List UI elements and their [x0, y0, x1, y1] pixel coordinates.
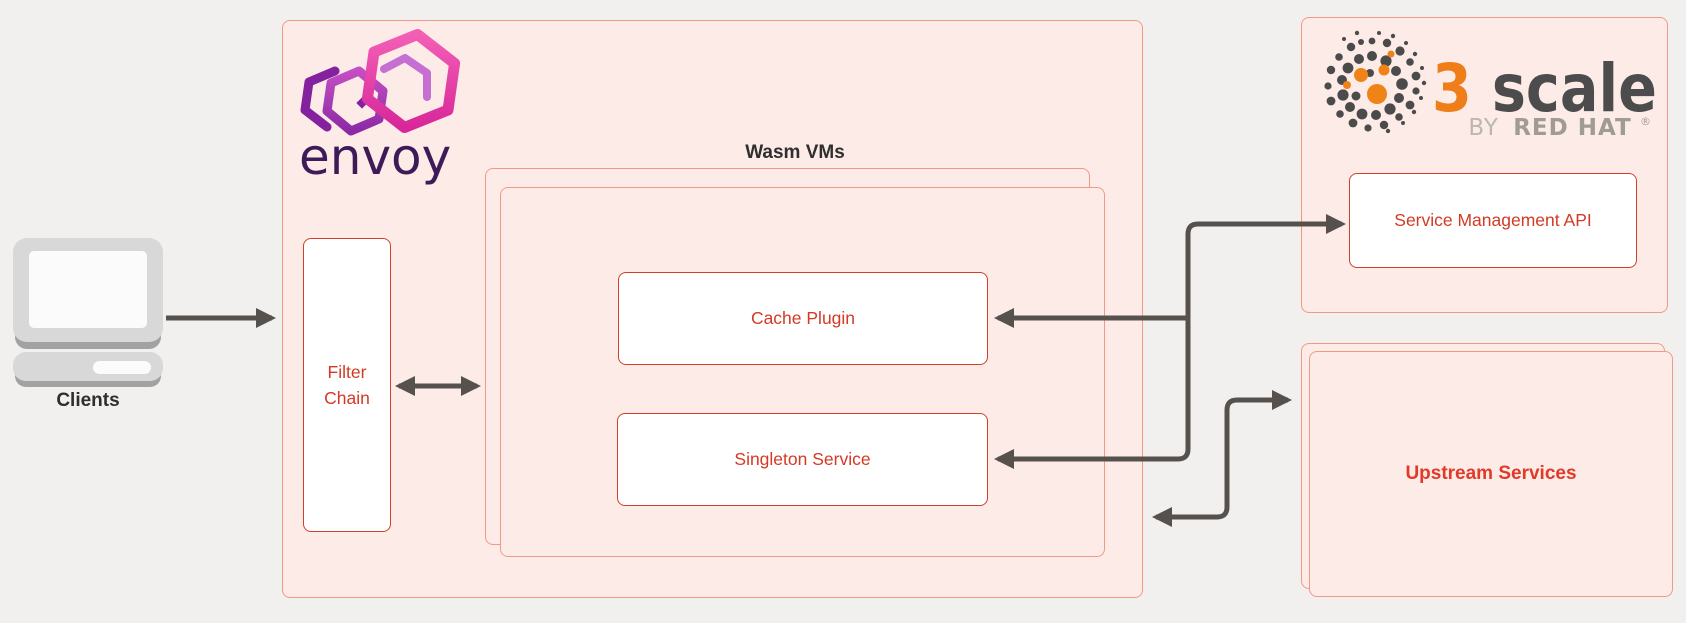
filter-chain-label: Filter Chain: [324, 361, 370, 408]
byline-by: BY: [1468, 115, 1499, 141]
threescale-logo-icon: 3 scale BY RED HAT ®: [1324, 30, 1657, 141]
arrow-envoy-upstream-services: [1152, 390, 1292, 527]
cache-plugin-label: Cache Plugin: [750, 308, 856, 329]
singleton-service-label: Singleton Service: [734, 449, 871, 470]
threescale-byline: BY RED HAT ®: [1468, 115, 1652, 141]
threescale-dots-sphere: [1324, 30, 1427, 134]
threescale-wordmark-scale: scale: [1492, 50, 1657, 127]
envoy-logo-icon: [300, 29, 461, 136]
envoy-wordmark: envoy: [299, 128, 452, 186]
threescale-orange-dots: [1343, 50, 1395, 104]
byline-registered-mark: ®: [1640, 115, 1652, 128]
filter-chain-node: Filter Chain: [303, 238, 391, 532]
upstream-services-box-front: Upstream Services: [1309, 351, 1673, 597]
laptop-trackpad: [93, 361, 151, 374]
laptop-screen: [29, 251, 147, 328]
clients-label: Clients: [56, 390, 120, 411]
byline-red-hat: RED HAT: [1513, 115, 1631, 141]
threescale-wordmark: 3 scale: [1432, 50, 1657, 127]
laptop-base: [13, 352, 163, 381]
cache-plugin-node: Cache Plugin: [618, 272, 988, 365]
envoy-small-hexagon: [322, 66, 388, 136]
envoy-bracket-shape: [300, 66, 340, 132]
laptop-icon: [13, 238, 163, 342]
threescale-wordmark-3: 3: [1432, 50, 1472, 127]
service-management-api-label: Service Management API: [1394, 210, 1592, 231]
singleton-service-node: Singleton Service: [617, 413, 988, 506]
envoy-big-hexagon: [361, 29, 461, 133]
service-management-api-node: Service Management API: [1349, 173, 1637, 268]
upstream-services-label: Upstream Services: [1405, 463, 1577, 484]
envoy-cube-edge: [380, 54, 431, 101]
wasm-vms-label: Wasm VMs: [745, 142, 845, 163]
